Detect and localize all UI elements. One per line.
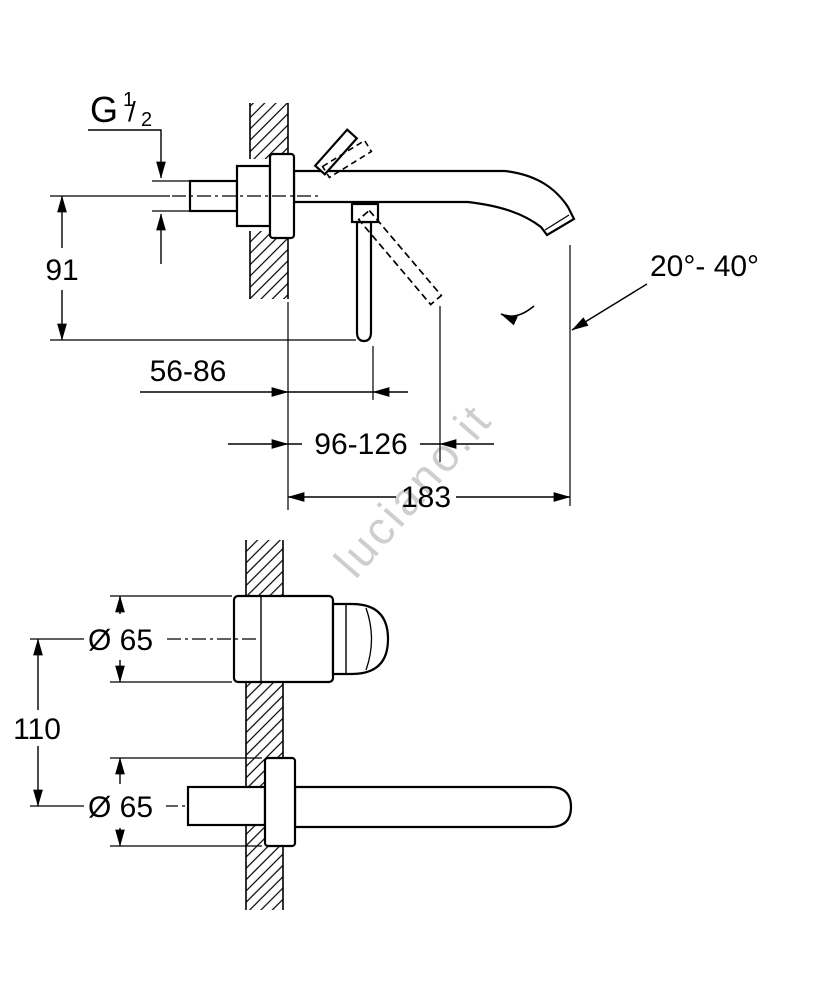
thread-size-numerator: 1 <box>123 89 134 111</box>
lever-joint <box>350 202 380 224</box>
wall-hatch-lower-a <box>246 540 283 596</box>
swivel-arc-arrow <box>500 305 535 326</box>
dimension-110-label: 110 <box>13 713 61 746</box>
thread-size-label-g: G <box>90 89 118 130</box>
dimension-91-label: 91 <box>45 254 78 287</box>
dim-91-extension-lines <box>50 195 356 341</box>
thread-extension-lines <box>152 180 190 212</box>
dia-65-bottom-extension-lines <box>110 757 262 847</box>
dimension-183-label: 183 <box>401 481 451 514</box>
wall-hatch-upper-a <box>250 103 288 159</box>
dia-65-top-extension-lines <box>110 595 232 683</box>
spout-body <box>292 169 576 237</box>
lever-handle-down <box>355 220 373 343</box>
diameter-65-top-label: Ø 65 <box>88 624 153 657</box>
thread-dim-upper-arrow <box>88 129 166 179</box>
spout-escutcheon <box>263 756 297 848</box>
angle-leader-arrow <box>571 283 648 331</box>
dimension-56-86-label: 56-86 <box>150 355 227 388</box>
front-view-dimensions <box>30 595 262 847</box>
front-view-labels: Ø 65 Ø 65 110 <box>13 624 153 824</box>
faucet-side-view <box>172 128 576 343</box>
side-view-dimensions <box>50 129 648 510</box>
thread-size-denominator: 2 <box>141 109 152 131</box>
dimension-96-126-label: 96-126 <box>314 428 407 461</box>
faucet-front-view <box>186 594 573 848</box>
lever-top <box>313 128 359 176</box>
handle-knob <box>331 602 390 676</box>
wall-hatch-upper-b <box>250 231 288 299</box>
diameter-65-bottom-label: Ø 65 <box>88 791 153 824</box>
lever-top-swing-dashed <box>321 139 373 179</box>
wall-section-upper <box>249 103 289 299</box>
spout-mouth-rim <box>544 214 570 231</box>
thread-size-slash: / <box>128 96 136 127</box>
spout-inlet-pipe <box>186 785 267 827</box>
wall-edges-upper <box>249 103 289 299</box>
lever-handle-swing-dashed <box>357 209 443 306</box>
handle-knob-shading <box>365 607 373 671</box>
spout-front <box>293 785 573 829</box>
angle-range-label: 20°- 40° <box>650 250 759 283</box>
side-view-labels: G 1 / 2 91 56-86 96-126 183 20°- 40° <box>45 89 759 514</box>
wall-edges-lower <box>245 540 284 910</box>
